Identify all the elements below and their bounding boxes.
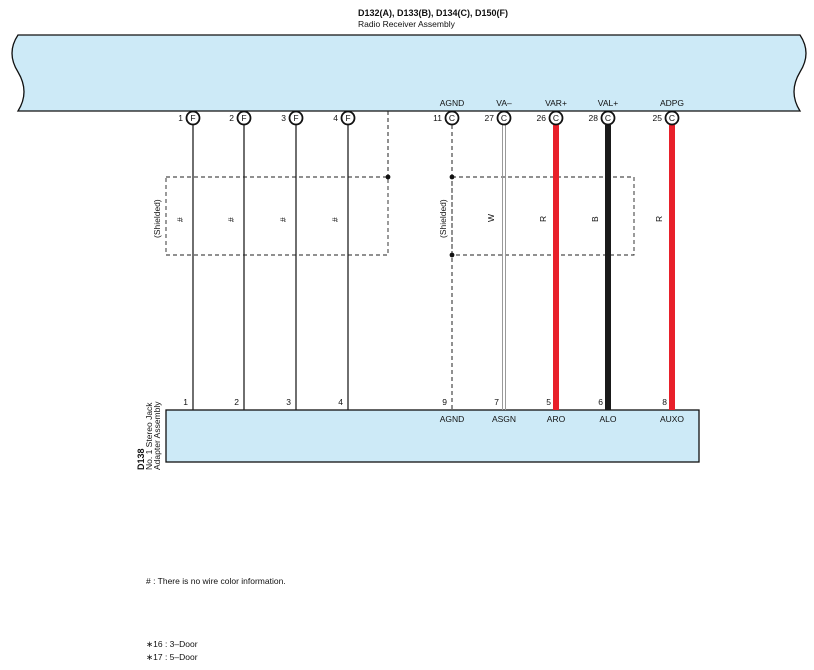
top-pin-circle-0 bbox=[185, 110, 201, 126]
bottom-pin-num-5: 7 bbox=[494, 397, 499, 407]
top-pin-num-6: 26 bbox=[537, 113, 547, 123]
top-connector-name: Radio Receiver Assembly bbox=[358, 19, 456, 29]
bottom-pin-num-8: 8 bbox=[662, 397, 667, 407]
top-pin-conn-6: C bbox=[553, 113, 559, 123]
shield-box-right bbox=[451, 176, 635, 256]
wire-label-0: # bbox=[175, 217, 185, 222]
wire-label-2: # bbox=[278, 217, 288, 222]
wire-label-6: R bbox=[538, 216, 548, 222]
top-pin-circle-3 bbox=[340, 110, 356, 126]
top-pin-signal-4: AGND bbox=[440, 98, 465, 108]
shield-label-left: (Shielded) bbox=[152, 199, 162, 238]
top-pin-num-5: 27 bbox=[485, 113, 495, 123]
top-connector-code: D132(A), D133(B), D134(C), D150(F) bbox=[358, 8, 508, 18]
stereo-jack-adapter-body bbox=[165, 409, 700, 463]
wire-label-8: R bbox=[654, 216, 664, 222]
top-pin-num-0: 1 bbox=[178, 113, 183, 123]
top-pin-num-8: 25 bbox=[653, 113, 663, 123]
wire-label-7: B bbox=[590, 216, 600, 222]
top-pin-circle-2 bbox=[288, 110, 304, 126]
top-pin-conn-0: F bbox=[190, 113, 195, 123]
bottom-pin-signal-7: ALO bbox=[599, 414, 616, 424]
bottom-pin-signal-5: ASGN bbox=[492, 414, 516, 424]
top-pin-conn-8: C bbox=[669, 113, 675, 123]
top-pin-conn-5: C bbox=[501, 113, 507, 123]
bottom-pin-num-0: 1 bbox=[183, 397, 188, 407]
top-pin-num-1: 2 bbox=[229, 113, 234, 123]
shield-box-left bbox=[165, 176, 389, 256]
top-pin-conn-2: F bbox=[293, 113, 298, 123]
shield-junction-right-bottom bbox=[449, 252, 455, 258]
bottom-connector-name-line2: Adapter Assembly bbox=[152, 401, 162, 470]
top-pin-circle-6 bbox=[548, 110, 564, 126]
top-pin-conn-3: F bbox=[345, 113, 350, 123]
wire-label-1: # bbox=[226, 217, 236, 222]
top-pin-circle-1 bbox=[236, 110, 252, 126]
wires-group: # # # # W R B R bbox=[175, 125, 675, 410]
bottom-connector-code: D138 bbox=[136, 448, 146, 470]
top-pin-conn-1: F bbox=[241, 113, 246, 123]
bottom-pin-num-7: 6 bbox=[598, 397, 603, 407]
top-pin-signal-5: VA– bbox=[496, 98, 512, 108]
top-pin-num-2: 3 bbox=[281, 113, 286, 123]
note-3-door: ∗16 : 3–Door bbox=[146, 639, 198, 649]
shield-junction-left bbox=[385, 174, 391, 180]
top-pin-circle-8 bbox=[664, 110, 680, 126]
note-5-door: ∗17 : 5–Door bbox=[146, 652, 198, 662]
top-pin-conn-4: C bbox=[449, 113, 455, 123]
top-pin-num-4: 11 bbox=[433, 113, 442, 123]
top-pin-conn-7: C bbox=[605, 113, 611, 123]
bottom-pin-num-2: 3 bbox=[286, 397, 291, 407]
bottom-connector-name-line1: No. 1 Stereo Jack bbox=[144, 402, 154, 470]
bottom-pin-num-6: 5 bbox=[546, 397, 551, 407]
bottom-pin-signal-4: AGND bbox=[440, 414, 465, 424]
top-pin-signal-8: ADPG bbox=[660, 98, 684, 108]
top-pin-num-7: 28 bbox=[589, 113, 599, 123]
bottom-pin-signal-8: AUXO bbox=[660, 414, 684, 424]
note-no-color-info: # : There is no wire color information. bbox=[146, 576, 286, 586]
top-pin-circle-4 bbox=[444, 110, 460, 126]
bottom-pin-num-3: 4 bbox=[338, 397, 343, 407]
wire-label-3: # bbox=[330, 217, 340, 222]
top-pin-signal-6: VAR+ bbox=[545, 98, 567, 108]
bottom-pin-num-4: 9 bbox=[442, 397, 447, 407]
top-pin-num-3: 4 bbox=[333, 113, 338, 123]
wire-label-5: W bbox=[486, 214, 496, 222]
bottom-pin-num-1: 2 bbox=[234, 397, 239, 407]
radio-receiver-body bbox=[11, 34, 807, 112]
top-pin-circle-7 bbox=[600, 110, 616, 126]
bottom-pin-signal-6: ARO bbox=[547, 414, 566, 424]
shield-label-right: (Shielded) bbox=[438, 199, 448, 238]
top-pin-signal-7: VAL+ bbox=[598, 98, 618, 108]
top-pin-circle-5 bbox=[496, 110, 512, 126]
shield-junction-right-top bbox=[449, 174, 455, 180]
